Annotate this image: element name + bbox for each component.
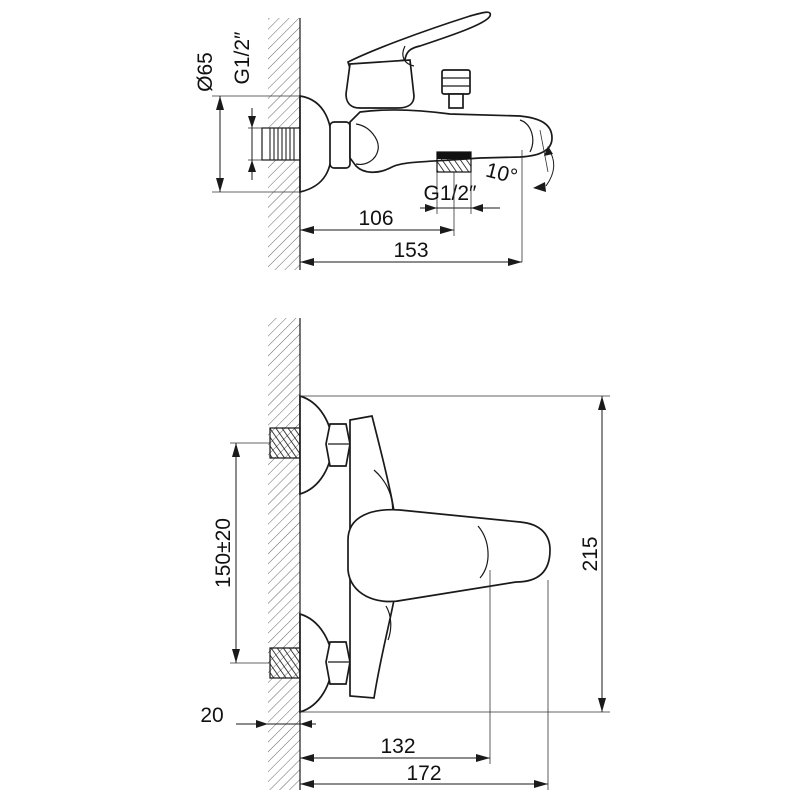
side-wall-connector-thread — [261, 127, 301, 161]
dim-wall-offset-label: 20 — [200, 704, 223, 727]
side-faucet-body — [299, 95, 553, 194]
dim-side-total: 153 — [300, 239, 522, 266]
front-nut-top — [325, 423, 351, 467]
front-inlet-thread-top — [269, 427, 301, 459]
dim-handle-projection: 132 — [300, 570, 491, 764]
front-view: 150±20 215 20 132 — [200, 318, 610, 790]
dim-front-total: 172 — [300, 580, 549, 790]
front-wall — [268, 318, 301, 790]
dim-side-total-label: 153 — [393, 239, 428, 262]
front-inlet-thread-bottom — [269, 647, 301, 679]
side-view: Ø65 G1/2″ 10° G1/2″ — [194, 11, 555, 270]
dim-front-height: 215 — [300, 395, 610, 713]
dim-wall-thread: G1/2″ — [231, 31, 262, 180]
dim-front-total-label: 172 — [406, 762, 441, 785]
dim-diameter-label: Ø65 — [194, 52, 217, 92]
dim-inlet-spacing: 150±20 — [212, 442, 270, 664]
side-diverter-knob — [441, 69, 471, 109]
dim-inlet-spacing-label: 150±20 — [212, 518, 235, 588]
dim-outlet-distance: 106 — [300, 172, 455, 236]
dim-handle-projection-label: 132 — [380, 735, 415, 758]
front-nut-bottom — [325, 641, 351, 685]
dim-wall-offset: 20 — [200, 704, 316, 728]
side-outlet-thread — [436, 151, 472, 173]
dim-outlet-thread: G1/2″ — [420, 172, 500, 214]
dim-spout-angle-label: 10° — [483, 159, 519, 189]
side-lever-handle — [345, 11, 492, 109]
front-lever-handle — [347, 508, 551, 603]
dim-diameter: Ø65 — [194, 52, 300, 193]
dim-outlet-distance-label: 106 — [358, 207, 393, 230]
dim-wall-thread-label: G1/2″ — [231, 31, 254, 85]
dim-outlet-thread-label: G1/2″ — [424, 182, 478, 205]
dim-front-height-label: 215 — [579, 536, 602, 571]
